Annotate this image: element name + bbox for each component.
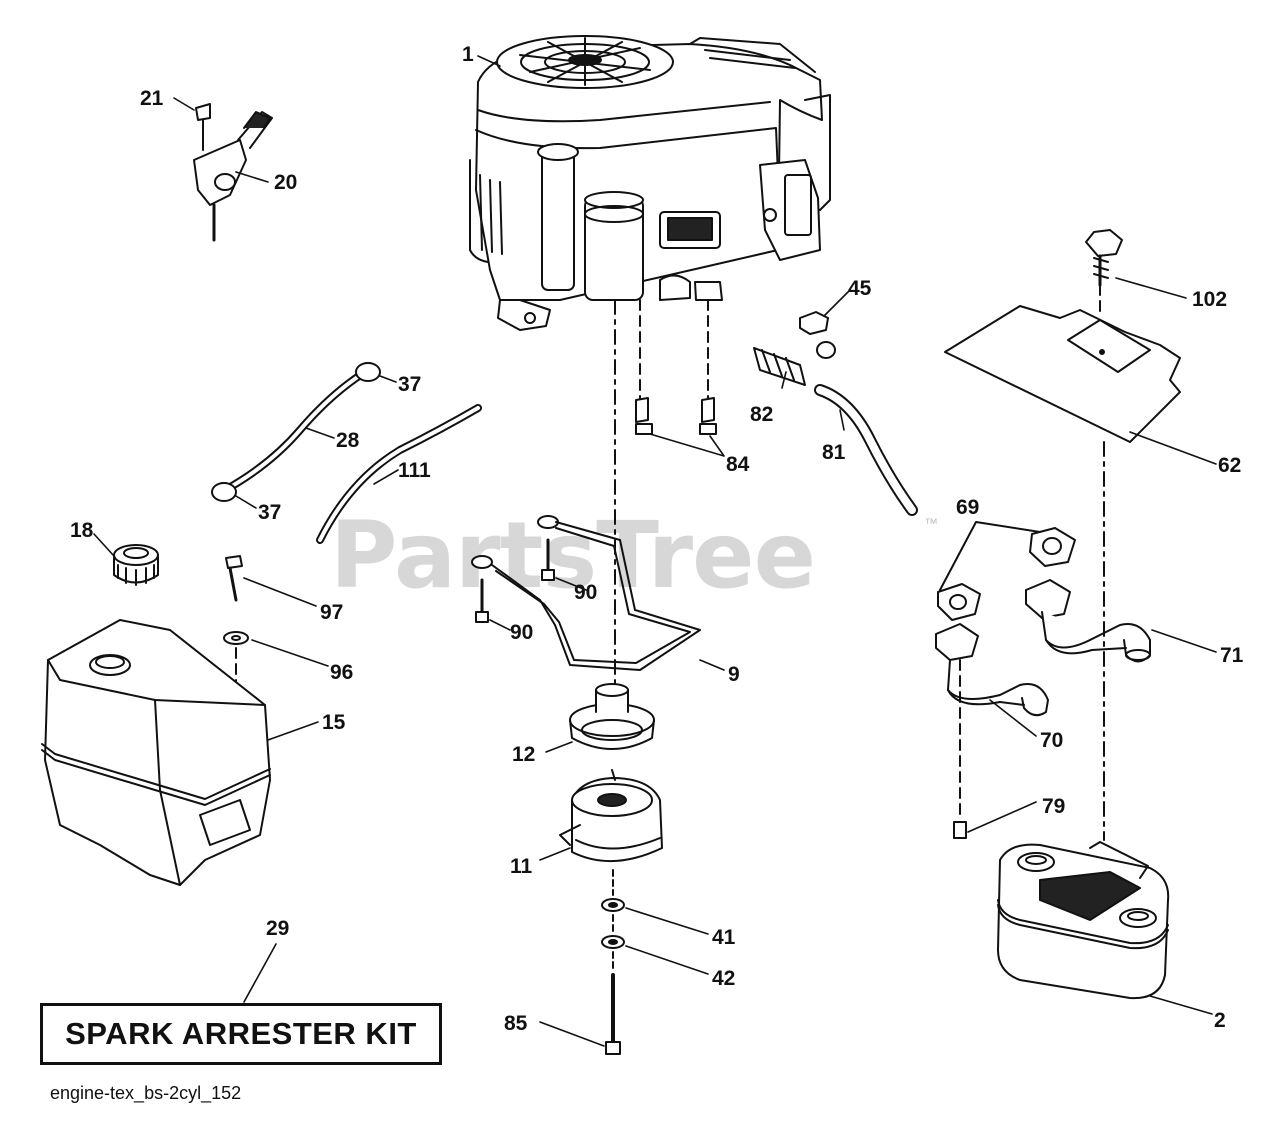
callout-62: 62 — [1218, 454, 1242, 477]
engine — [469, 35, 831, 331]
spark-arrester-kit-label: SPARK ARRESTER KIT — [65, 1016, 417, 1051]
callout-82: 82 — [750, 403, 774, 426]
callout-45: 45 — [848, 277, 872, 300]
trademark-mark: ™ — [924, 515, 938, 531]
callout-70: 70 — [1040, 729, 1064, 752]
callout-12: 12 — [512, 743, 536, 766]
callout-11: 11 — [510, 855, 533, 878]
spark-arrester-kit-box: SPARK ARRESTER KIT — [40, 1003, 442, 1065]
callout-29: 29 — [266, 917, 290, 940]
heat-shield — [944, 229, 1181, 841]
callout-90-right: 90 — [574, 581, 598, 604]
oil-drain — [753, 311, 918, 516]
diagram-caption: engine-tex_bs-2cyl_152 — [50, 1083, 242, 1103]
washers-and-bolt — [601, 869, 625, 1055]
callout-1: 1 — [462, 43, 474, 66]
callout-28: 28 — [336, 429, 360, 452]
fuel-cap — [113, 544, 159, 586]
callout-9: 9 — [728, 663, 740, 686]
callout-102: 102 — [1192, 288, 1228, 311]
callout-41: 41 — [712, 926, 736, 949]
callout-21: 21 — [140, 87, 164, 110]
leader-lines — [93, 55, 1217, 1047]
callout-90-left: 90 — [510, 621, 534, 644]
pulley — [569, 683, 655, 750]
pto-clutch — [559, 769, 663, 862]
muffler — [997, 841, 1170, 1000]
fuel-hoses — [211, 362, 482, 544]
fuel-tank — [41, 619, 271, 886]
callout-81: 81 — [822, 441, 846, 464]
callout-37-bottom: 37 — [258, 501, 282, 524]
callout-71: 71 — [1220, 644, 1244, 667]
fuel-line — [471, 515, 701, 671]
choke-bracket — [193, 103, 273, 242]
callout-2: 2 — [1214, 1009, 1226, 1032]
callout-84: 84 — [726, 453, 750, 476]
callout-111: 111 — [398, 459, 431, 482]
engine-bolts — [635, 397, 717, 435]
callout-97: 97 — [320, 601, 344, 624]
watermark: PartsTree — [330, 502, 816, 609]
callout-20: 20 — [274, 171, 298, 194]
tank-screw — [223, 555, 249, 806]
callout-18: 18 — [70, 519, 94, 542]
callout-37-top: 37 — [398, 373, 422, 396]
callout-96: 96 — [330, 661, 354, 684]
callout-85: 85 — [504, 1012, 528, 1035]
callout-15: 15 — [322, 711, 346, 734]
callout-79: 79 — [1042, 795, 1066, 818]
callout-69: 69 — [956, 496, 980, 519]
exhaust-pipes — [935, 521, 1151, 839]
callout-42: 42 — [712, 967, 736, 990]
